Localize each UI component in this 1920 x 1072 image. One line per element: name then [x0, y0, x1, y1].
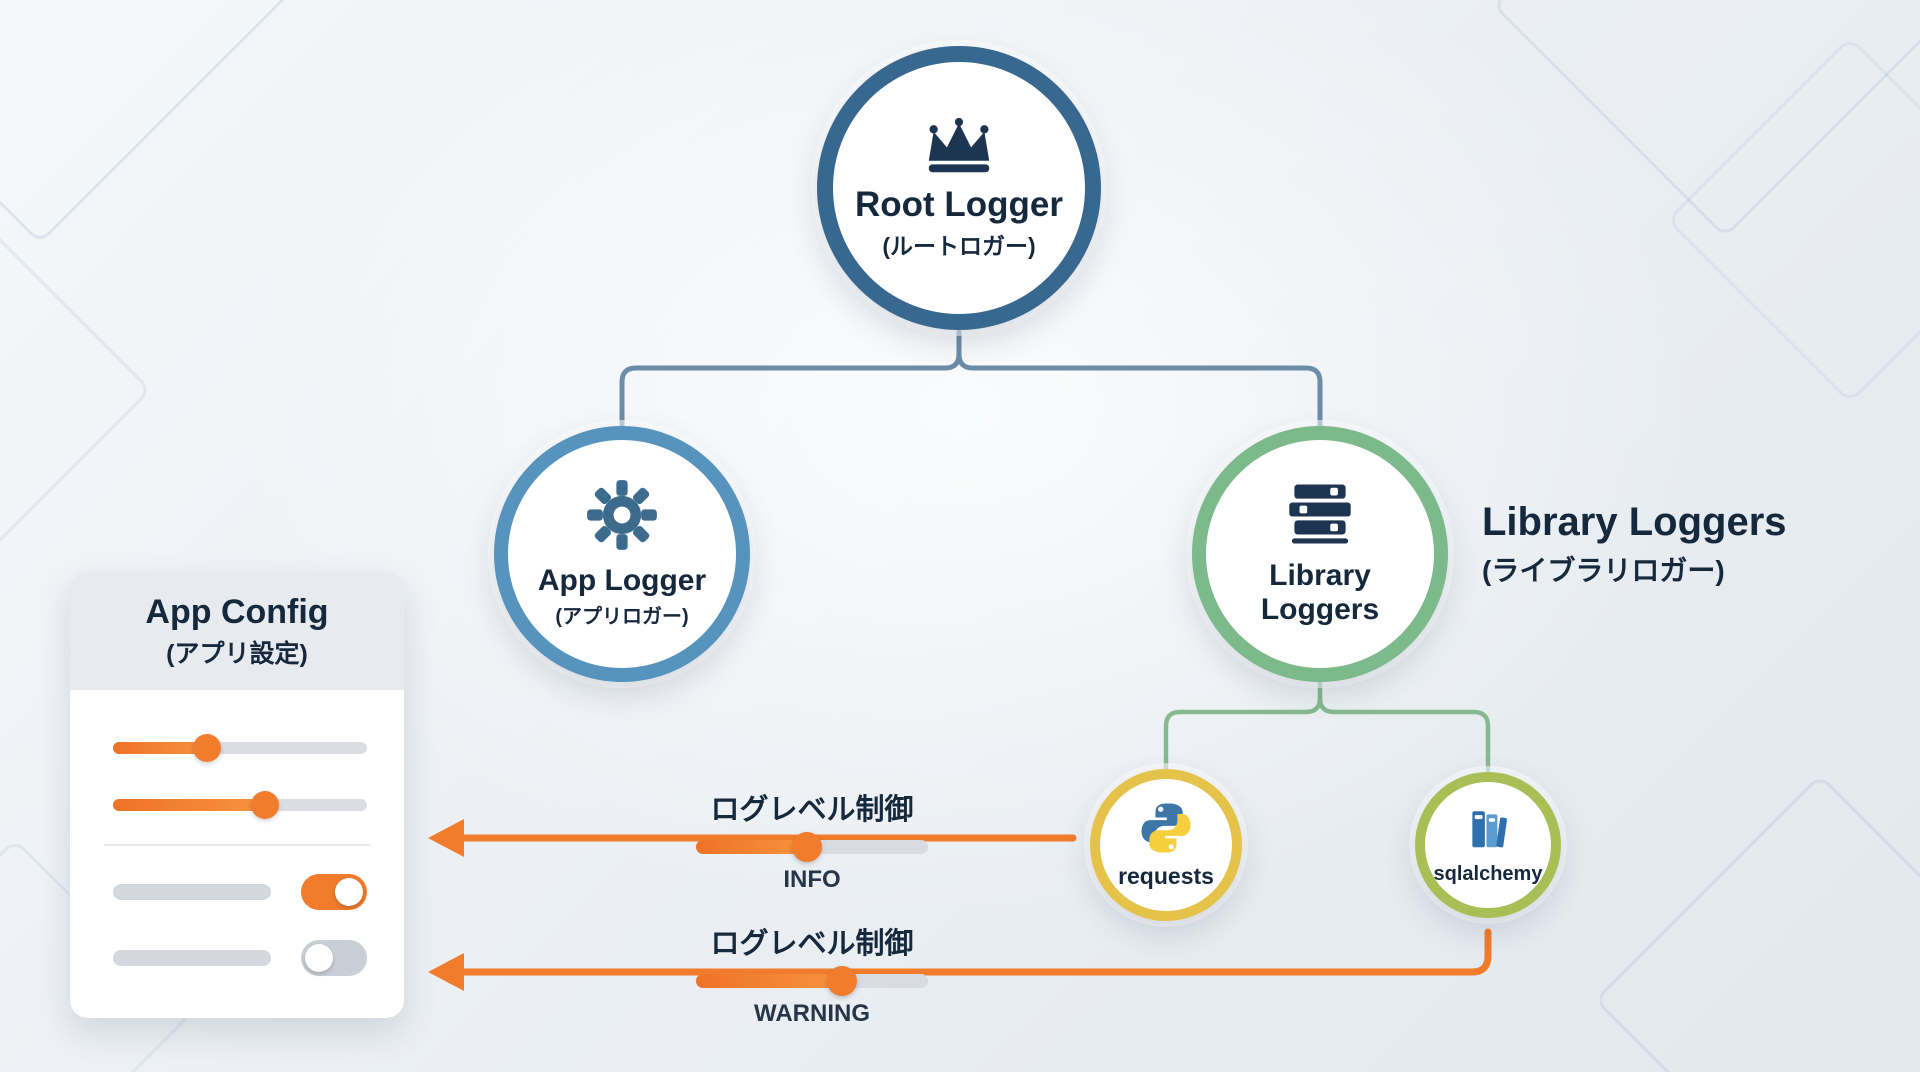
- config-setting-bar-1: [113, 884, 271, 900]
- app-logger-node: App Logger (アプリロガー): [494, 426, 750, 682]
- requests-logger-node: requests: [1090, 769, 1242, 921]
- root-tree-connector: [619, 329, 1323, 429]
- blue-books-icon: [1463, 805, 1513, 860]
- config-setting-bar-2: [113, 950, 271, 966]
- library-loggers-title: Library Loggers: [1261, 559, 1379, 626]
- log-level-control-label: ログレベル制御: [710, 928, 914, 960]
- side-label-subtitle: (ライブラリロガー): [1482, 555, 1725, 586]
- crown-icon: [920, 116, 998, 179]
- app-config-header: App Config (アプリ設定): [70, 572, 404, 690]
- sqlalchemy-logger-node: sqlalchemy: [1415, 772, 1561, 918]
- config-toggle-on-knob: [335, 878, 363, 906]
- app-config-title: App Config: [145, 592, 329, 631]
- app-config-subtitle: (アプリ設定): [166, 639, 308, 668]
- gear-icon: [586, 479, 658, 556]
- root-logger-subtitle: (ルートロガー): [882, 232, 1036, 259]
- config-slider-1: [113, 734, 367, 762]
- log-level-control-label: ログレベル制御: [710, 794, 914, 826]
- library-loggers-title-line1: Library: [1269, 558, 1371, 592]
- log-level-control-warning: ログレベル制御 WARNING: [662, 920, 962, 1028]
- app-logger-title: App Logger: [537, 564, 707, 597]
- config-slider-2-fill: [113, 799, 266, 811]
- log-level-value-info: INFO: [783, 866, 841, 893]
- config-slider-2-knob: [251, 791, 280, 819]
- app-logger-subtitle: (アプリロガー): [555, 606, 689, 628]
- app-config-card: App Config (アプリ設定): [70, 572, 404, 1018]
- library-loggers-side-label: Library Loggers (ライブラリロガー): [1482, 500, 1787, 589]
- sqlalchemy-label: sqlalchemy: [1433, 862, 1543, 885]
- books-stack-icon: [1278, 482, 1362, 551]
- library-loggers-node: Library Loggers: [1192, 426, 1448, 682]
- config-toggle-on: [301, 874, 367, 910]
- config-divider: [104, 844, 370, 846]
- log-level-slider-info-fill: [696, 840, 808, 854]
- log-level-slider-warning-knob: [827, 966, 858, 996]
- side-label-title: Library Loggers: [1482, 500, 1787, 544]
- log-level-slider-info: [696, 832, 928, 862]
- requests-label: requests: [1118, 863, 1214, 889]
- config-slider-2: [113, 791, 367, 819]
- root-logger-title: Root Logger: [854, 184, 1064, 224]
- log-level-control-info: ログレベル制御 INFO: [662, 786, 962, 894]
- config-toggle-off-knob: [305, 944, 333, 972]
- log-level-slider-warning-fill: [696, 974, 843, 988]
- config-toggle-off: [301, 940, 367, 976]
- log-level-slider-info-knob: [792, 832, 823, 862]
- library-loggers-title-line2: Loggers: [1260, 592, 1380, 626]
- library-tree-connector: [1163, 679, 1491, 773]
- log-level-slider-warning: [696, 966, 928, 996]
- config-slider-1-knob: [192, 734, 221, 762]
- python-icon: [1138, 800, 1194, 861]
- root-logger-node: Root Logger (ルートロガー): [817, 46, 1101, 330]
- log-level-value-warning: WARNING: [754, 1000, 870, 1027]
